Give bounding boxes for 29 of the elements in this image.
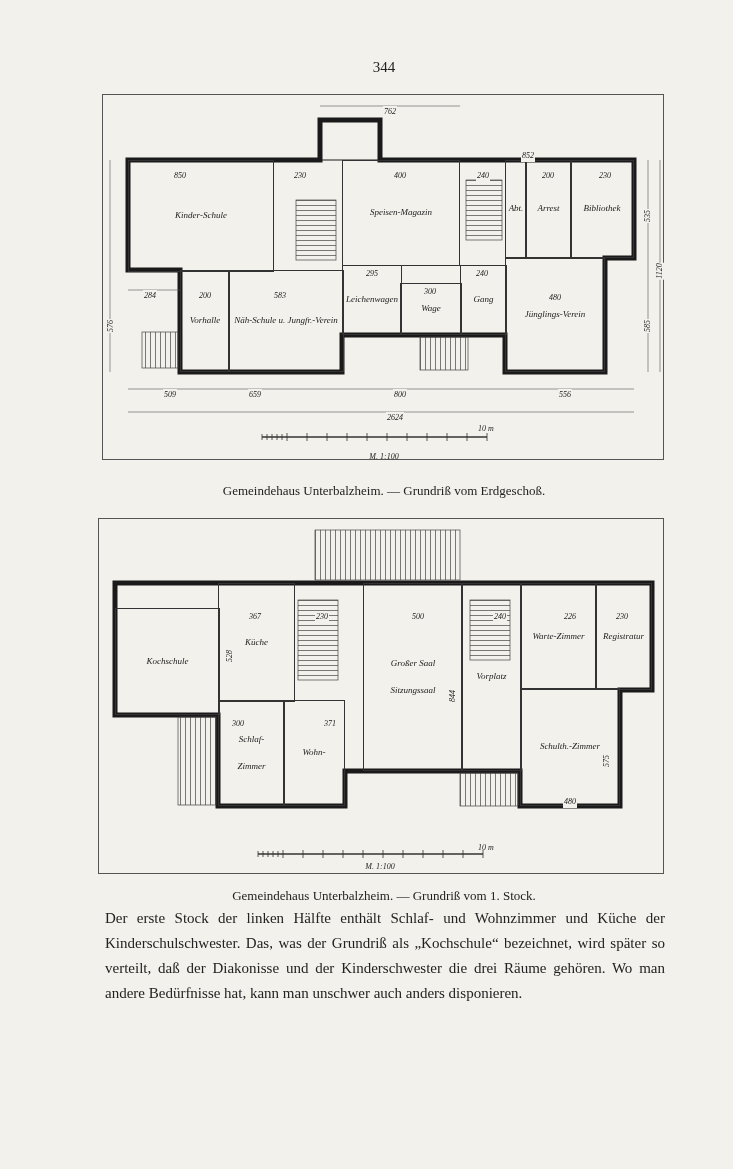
room	[228, 270, 344, 372]
figure-caption: Gemeindehaus Unterbalzheim. — Grundriß vom 1. Stock.	[232, 887, 536, 905]
room-label: Wage	[421, 303, 441, 315]
dimension-label: 852	[521, 150, 535, 162]
room-label: Speisen-Magazin	[370, 207, 432, 219]
room	[115, 608, 220, 715]
figure-caption: Gemeindehaus Unterbalzheim. — Grundriß vom Erdgeschoß.	[222, 482, 546, 500]
dimension-label: 240	[493, 611, 507, 623]
room-label: Registratur	[603, 630, 644, 643]
dimension-label: 230	[315, 611, 329, 623]
room-label: Schlaf-	[238, 733, 265, 745]
body-paragraph: Der erste Stock der linken Hälfte enthält Schlaf- und Wohnzimmer und Küche der Kinderschulschwester. Das, was der Grundriß als „Kochschule“ bezeichnet, wird später so verteilt, daß der Diakonisse und der Kinderschwester die drei Räume gehören. Wo man andere Bedürfnisse hat, kann man unschwer auch anders disponieren.	[105, 909, 665, 1003]
room-label: Gang	[473, 294, 494, 306]
room	[128, 160, 274, 272]
room-label: Großer Saal	[390, 657, 436, 669]
room-label: Leichenwagen	[346, 294, 398, 306]
room-label: Näh-Schule u. Jungfr.-Verein	[234, 315, 338, 327]
scale-label: 10 m	[478, 842, 494, 854]
room	[505, 160, 527, 258]
room-label: Sitzungssaal	[390, 685, 436, 697]
page-number: 344	[372, 58, 396, 77]
room-label: Jünglings-Verein	[524, 309, 586, 321]
dimension-label: 480	[563, 796, 577, 808]
scale-label: 10 m	[478, 423, 494, 435]
scale-label: M. 1:100	[365, 861, 395, 873]
dimension-label: 240	[476, 170, 490, 182]
room-label: Vorplatz	[476, 671, 507, 683]
scale-label: M. 1:100	[369, 451, 399, 463]
dimension-label: 1120	[654, 262, 666, 280]
